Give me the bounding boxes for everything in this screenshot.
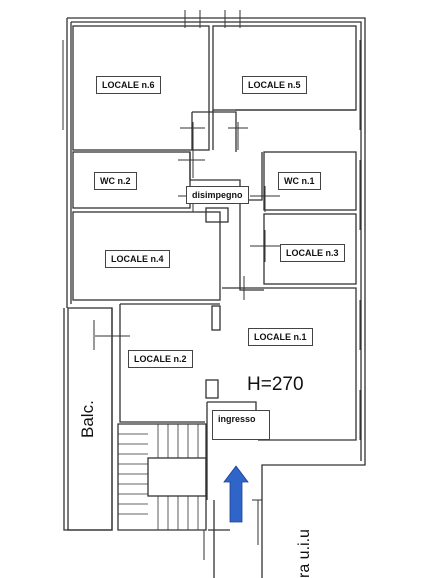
room-locale-3 xyxy=(263,213,357,285)
room-locale-4 xyxy=(72,211,221,301)
room-locale-1 xyxy=(222,287,357,441)
outer-wall xyxy=(67,17,366,578)
label-wc-1: WC n.1 xyxy=(278,172,321,190)
label-locale-5: LOCALE n.5 xyxy=(242,76,307,94)
room-locale-2 xyxy=(119,303,220,423)
room-wc-1 xyxy=(263,151,357,211)
height-label: H=270 xyxy=(247,374,304,395)
label-locale-2: LOCALE n.2 xyxy=(128,350,193,368)
label-locale-6: LOCALE n.6 xyxy=(96,76,161,94)
room-locale-5 xyxy=(212,25,357,111)
edge-text: ra u.i.u xyxy=(296,529,313,578)
entry-arrow xyxy=(223,465,249,523)
room-locale-6 xyxy=(72,25,210,151)
balcony-label: Balc. xyxy=(78,400,97,438)
label-locale-3: LOCALE n.3 xyxy=(280,244,345,262)
label-ingresso: ingresso xyxy=(212,410,270,440)
label-locale-1: LOCALE n.1 xyxy=(248,328,313,346)
label-locale-4: LOCALE n.4 xyxy=(105,250,170,268)
label-disimpegno: disimpegno xyxy=(186,186,249,204)
label-wc-2: WC n.2 xyxy=(94,172,137,190)
staircase xyxy=(117,423,207,531)
